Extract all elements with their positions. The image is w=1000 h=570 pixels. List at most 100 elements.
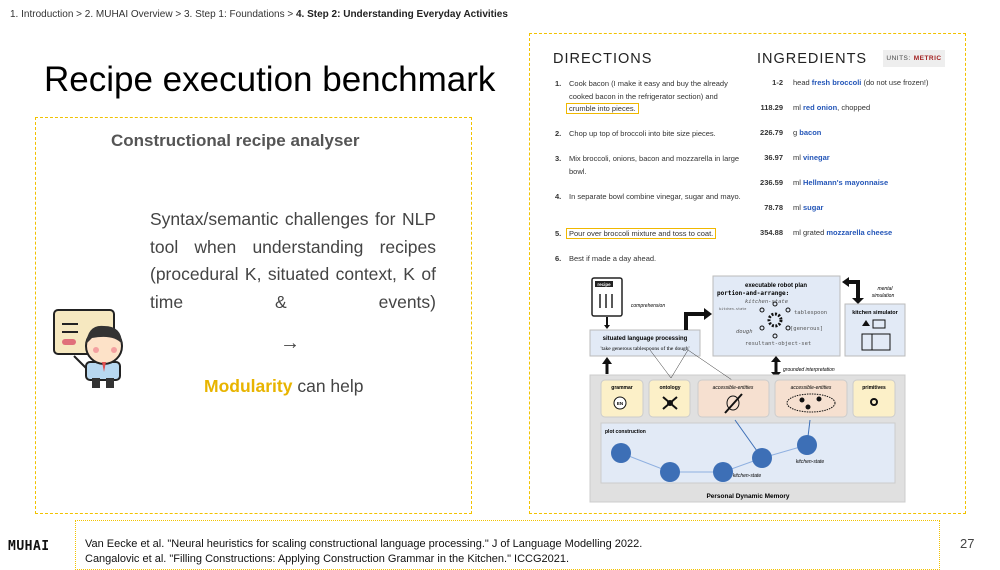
module-label: ontology: [659, 385, 680, 391]
plot-construction-label: plot construction: [605, 429, 646, 435]
ingredient-link[interactable]: Hellmann's mayonnaise: [803, 178, 889, 187]
page-number: 27: [960, 536, 975, 551]
kitchen-state-i-label: kitchen-state: [733, 473, 762, 479]
modularity-rest: can help: [292, 376, 364, 396]
step-text: In separate bowl combine vinegar, sugar …: [569, 192, 741, 201]
step-number: 3.: [555, 154, 562, 163]
reference: Cangalovic et al. "Filling Constructions…: [85, 553, 570, 565]
plot-node: [660, 462, 680, 482]
direction-step: 6. Best if made a day ahead.: [555, 253, 744, 266]
kitchen-simulator-label: kitchen simulator: [852, 310, 898, 316]
ingredient-link[interactable]: bacon: [799, 128, 822, 137]
panel-body-text: Syntax/semantic challenges for NLP tool …: [150, 209, 436, 312]
ingredient-qty: 36.97: [764, 153, 783, 162]
plot-node: [797, 435, 817, 455]
plot-construction-box: [600, 422, 896, 484]
ingredient-row: 226.79 g bacon: [760, 128, 822, 137]
direction-step: 3. Mix broccoli, onions, bacon and mozzar…: [555, 153, 744, 178]
ingredient-qty: 236.59: [760, 178, 783, 187]
ingredient-unit: ml: [793, 203, 803, 212]
ingredient-link[interactable]: red onion: [803, 103, 838, 112]
ingredient-link[interactable]: vinegar: [803, 153, 830, 162]
step-highlight: Pour over broccoli mixture and toss to c…: [566, 228, 717, 239]
ingredient-note: (do not use frozen!): [861, 78, 929, 87]
direction-step: 5. Pour over broccoli mixture and toss to…: [555, 228, 769, 241]
modularity-keyword: Modularity: [204, 376, 293, 396]
step-number: 6.: [555, 254, 562, 263]
step-text: Chop up top of broccoli into bite size p…: [569, 129, 716, 138]
ingredient-note: , chopped: [837, 103, 871, 112]
left-panel: [35, 117, 472, 514]
slp-text: 'take generous tablespoons of the dough': [601, 345, 690, 352]
muhai-logo: MUHAI: [8, 539, 50, 554]
presenter-illustration-icon: [53, 309, 123, 388]
ingredient-qty: 354.88: [760, 228, 783, 237]
ingredient-unit: ml: [793, 153, 803, 162]
panel-subtitle: Constructional recipe analyser: [111, 131, 360, 150]
ingredient-unit: ml grated: [793, 228, 827, 237]
ingredient-unit: head: [793, 78, 812, 87]
ingredient-row: 354.88 ml grated mozzarella cheese: [760, 228, 893, 237]
mental-label: mental: [877, 286, 893, 292]
ingredient-unit: g: [793, 128, 800, 137]
comprehension-label: comprehension: [631, 303, 665, 309]
situated-language-processing-box: [589, 329, 701, 357]
breadcrumb: 1. Introduction > 2. MUHAI Overview > 3.…: [10, 9, 508, 20]
ingredient-row: 36.97 ml vinegar: [764, 153, 830, 162]
ingredient-link[interactable]: mozzarella cheese: [826, 228, 893, 237]
ingredient-row: 236.59 ml Hellmann's mayonnaise: [760, 178, 889, 187]
ingredients-heading: INGREDIENTS: [757, 51, 868, 67]
module-label: accessible-entities: [713, 385, 754, 391]
module-label: primitives: [862, 385, 886, 391]
module-primitives: primitives: [852, 379, 896, 418]
plan-arg: [generous]: [790, 326, 823, 332]
plot-node: [752, 448, 772, 468]
executable-robot-plan-box: [712, 275, 841, 357]
ingredient-link[interactable]: sugar: [803, 203, 824, 212]
direction-step: 1. Cook bacon (I make it easy and buy the…: [555, 78, 744, 116]
plan-arg: tablespoon: [794, 310, 827, 316]
module-accessible-entities-i: accessible-entities: [697, 379, 770, 418]
units-label: UNITS:: [886, 55, 911, 62]
step-number: 1.: [555, 79, 562, 88]
ingredient-link[interactable]: fresh broccoli: [811, 78, 862, 87]
plot-node: [713, 462, 733, 482]
breadcrumb-current: 4. Step 2: Understanding Everyday Activi…: [295, 9, 508, 20]
ingredient-qty: 226.79: [760, 128, 783, 137]
ingredient-row: 78.78 ml sugar: [764, 203, 824, 212]
step-text: Mix broccoli, onions, bacon and mozzarel…: [569, 154, 740, 176]
grounded-label: grounded interpretation: [783, 367, 835, 373]
step-text: Best if made a day ahead.: [569, 254, 657, 263]
direction-step: 2.Chop up top of broccoli into bite size…: [555, 128, 744, 141]
ingredient-unit: ml: [793, 178, 803, 187]
ingredient-row: 118.29 ml red onion, chopped: [760, 103, 871, 112]
ingredient-qty: 78.78: [764, 203, 783, 212]
plan-arg: resultant-object-set: [745, 341, 811, 347]
step-number: 5.: [555, 229, 562, 238]
step-text: Cook bacon (I make it easy and buy the a…: [569, 79, 728, 101]
ingredient-qty: 118.29: [760, 103, 783, 112]
kitchen-icon: [861, 319, 891, 351]
breadcrumb-path: 1. Introduction > 2. MUHAI Overview > 3.…: [10, 9, 296, 20]
module-accessible-entities-j: accessible-entities: [774, 379, 848, 418]
speech-bubble-icon: EN: [617, 401, 623, 406]
recipe-label: recipe: [597, 282, 611, 287]
step-highlight: crumble into pieces.: [566, 103, 639, 114]
plan-arg: dough: [736, 329, 753, 335]
plan-function: portion-and-arrange:: [717, 290, 789, 297]
module-ontology: ontology: [648, 379, 691, 418]
arrow-icon: →: [280, 332, 300, 354]
ingredient-unit: ml: [793, 103, 803, 112]
plan-title: executable robot plan: [745, 283, 807, 289]
module-label: accessible-entities: [791, 385, 832, 391]
kitchen-state-j-label: kitchen-state: [796, 459, 825, 465]
kitchen-simulator-box: [844, 303, 906, 357]
plan-arg: kitchen-state: [745, 299, 789, 305]
units-toggle[interactable]: UNITS:METRIC: [883, 50, 945, 67]
right-panel: [529, 33, 966, 514]
plot-node: [611, 443, 631, 463]
modularity-text: Modularity can help: [204, 376, 364, 397]
direction-step: 4.In separate bowl combine vinegar, suga…: [555, 191, 744, 204]
plan-arg: kitchen-state: [719, 307, 746, 311]
